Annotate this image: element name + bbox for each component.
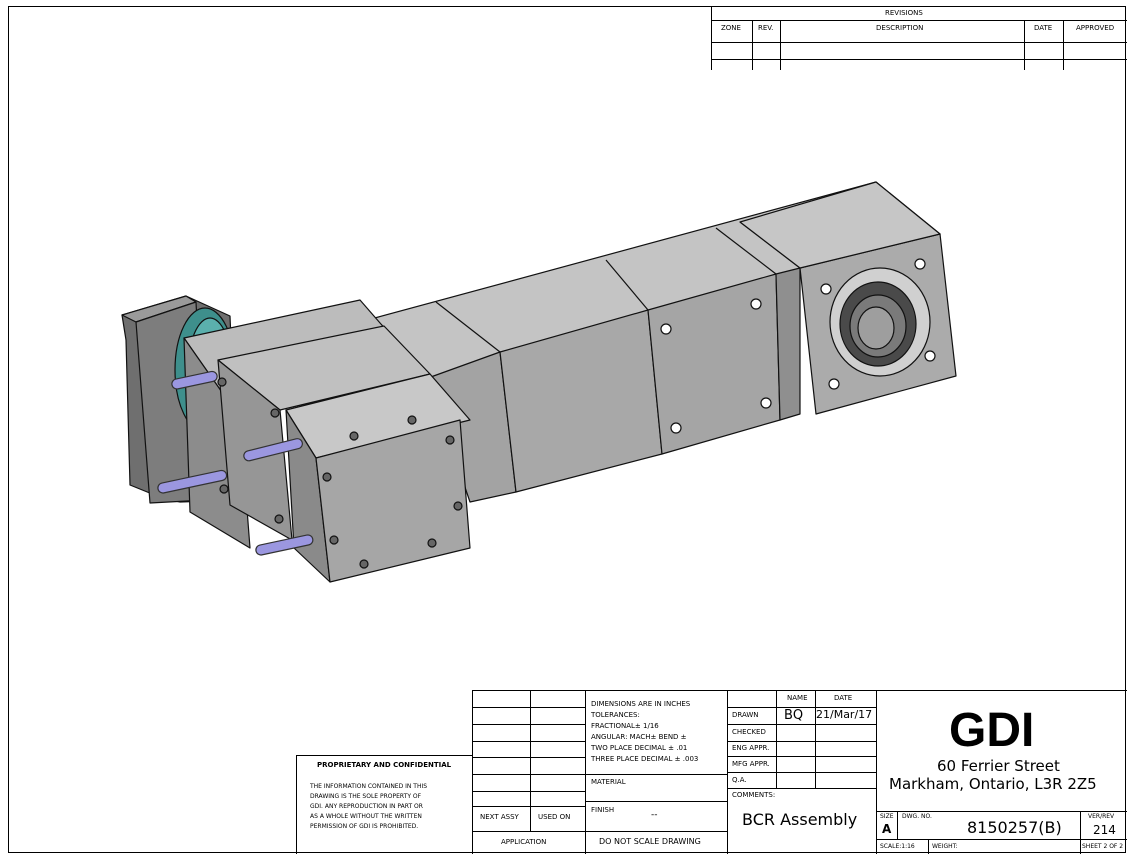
application-label: APPLICATION <box>501 838 547 846</box>
drawn-label: DRAWN <box>732 711 759 719</box>
weight-label: WEIGHT: <box>932 843 958 850</box>
proprietary-line-2: DRAWING IS THE SOLE PROPERTY OF <box>310 793 422 800</box>
proprietary-line-4: AS A WHOLE WITHOUT THE WRITTEN <box>310 813 422 820</box>
used-on-label: USED ON <box>538 813 571 821</box>
name-header: NAME <box>787 694 808 702</box>
proprietary-block: PROPRIETARY AND CONFIDENTIAL THE INFORMA… <box>296 755 473 854</box>
usage-block: NEXT ASSY USED ON APPLICATION <box>472 690 586 854</box>
comments-label: COMMENTS: <box>732 791 776 799</box>
tolerance-line-1: DIMENSIONS ARE IN INCHES <box>591 700 691 708</box>
drawn-name: BQ <box>784 708 804 723</box>
rev-header-date: DATE <box>1034 24 1053 32</box>
size-label: SIZE <box>880 813 894 820</box>
company-logo: GDI <box>949 704 1035 757</box>
scale-label: SCALE:1:16 <box>880 843 915 850</box>
rev-header-approved: APPROVED <box>1076 24 1115 32</box>
dwg-no-value: 8150257(B) <box>967 818 1062 837</box>
proprietary-line-3: GDI. ANY REPRODUCTION IN PART OR <box>310 803 423 810</box>
qa-label: Q.A. <box>732 776 747 784</box>
rev-label: VER/REV <box>1088 813 1115 820</box>
company-block: GDI 60 Ferrier Street Markham, Ontario, … <box>876 690 1127 854</box>
checked-label: CHECKED <box>732 728 766 736</box>
proprietary-line-1: THE INFORMATION CONTAINED IN THIS <box>310 783 428 790</box>
next-assy-label: NEXT ASSY <box>480 813 519 821</box>
rev-header-zone: ZONE <box>721 24 741 32</box>
finish-value: -- <box>651 810 658 820</box>
proprietary-line-5: PERMISSION OF GDI IS PROHIBITED. <box>310 823 419 830</box>
tolerance-line-3: FRACTIONAL± 1/16 <box>591 722 659 730</box>
tolerance-line-6: THREE PLACE DECIMAL ± .003 <box>591 755 699 763</box>
date-header: DATE <box>834 694 853 702</box>
tolerance-line-4: ANGULAR: MACH± BEND ± <box>591 733 687 741</box>
finish-label: FINISH <box>591 806 615 814</box>
tolerance-line-2: TOLERANCES: <box>591 711 640 719</box>
drawing-border <box>8 6 1126 853</box>
do-not-scale-label: DO NOT SCALE DRAWING <box>599 837 701 846</box>
company-street: 60 Ferrier Street <box>937 757 1060 775</box>
company-city: Markham, Ontario, L3R 2Z5 <box>889 775 1097 793</box>
dwg-no-label: DWG. NO. <box>902 813 932 820</box>
proprietary-title: PROPRIETARY AND CONFIDENTIAL <box>317 761 452 769</box>
material-label: MATERIAL <box>591 778 626 786</box>
tolerance-block: DIMENSIONS ARE IN INCHES TOLERANCES: FRA… <box>585 690 728 854</box>
mfg-appr-label: MFG APPR. <box>732 760 770 768</box>
size-value: A <box>882 822 892 836</box>
bcr-assembly-illustration <box>121 181 957 583</box>
pin <box>171 370 218 390</box>
rev-value: 214 <box>1093 823 1116 837</box>
revisions-table: REVISIONS ZONE REV. DESCRIPTION DATE APP… <box>711 6 1127 70</box>
pin <box>157 469 228 494</box>
rev-header-description: DESCRIPTION <box>876 24 924 32</box>
drawn-date: 21/Mar/17 <box>816 708 873 721</box>
sheet-label: SHEET 2 OF 2 <box>1082 843 1124 850</box>
comments-value: BCR Assembly <box>742 810 858 829</box>
rev-header-rev: REV. <box>758 24 774 32</box>
pin <box>255 534 314 556</box>
revisions-title: REVISIONS <box>885 9 923 17</box>
tolerance-line-5: TWO PLACE DECIMAL ± .01 <box>591 744 688 752</box>
pin <box>243 438 303 462</box>
signoff-block: NAME DATE DRAWN BQ 21/Mar/17 CHECKED ENG… <box>727 690 877 854</box>
eng-appr-label: ENG APPR. <box>732 744 770 752</box>
